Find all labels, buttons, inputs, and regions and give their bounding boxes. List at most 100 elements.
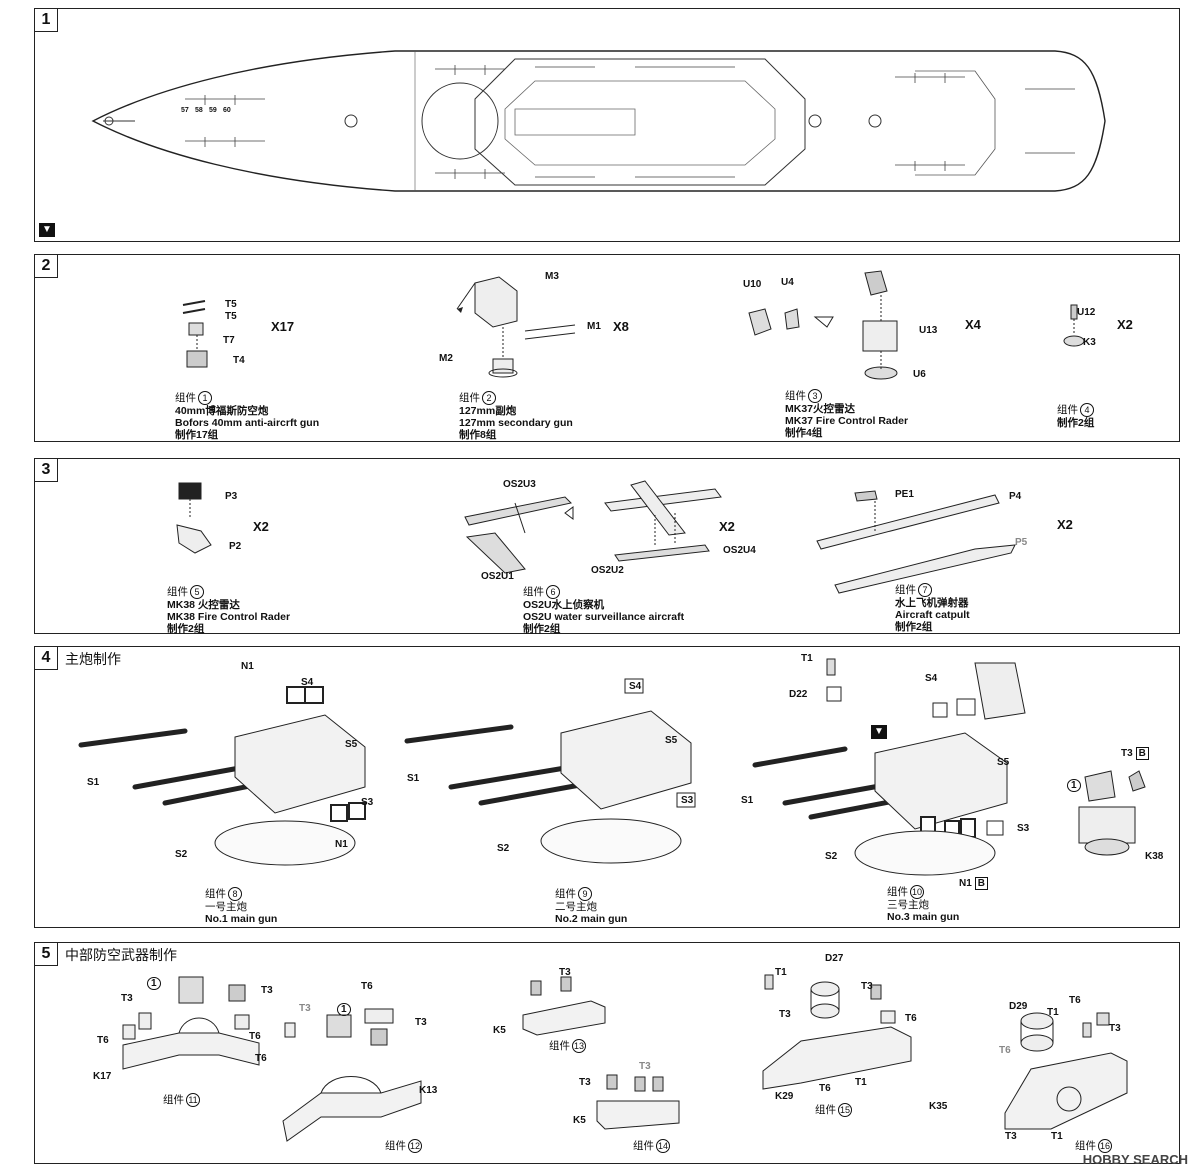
section-number: 2 [35, 255, 58, 278]
aa-assembly-11-drawing [122, 976, 260, 1070]
aa-assembly-16-drawing [1004, 1012, 1128, 1130]
part-label: U12 [1077, 307, 1096, 318]
part-label: S3 [1017, 823, 1030, 834]
quantity-label: X2 [1057, 517, 1073, 532]
part-label: S1 [87, 777, 100, 788]
section-number: 3 [35, 459, 58, 482]
part-label: K29 [775, 1091, 794, 1102]
part-label: P3 [225, 491, 238, 502]
part-label: T3 [579, 1077, 591, 1088]
deck-plan-drawing [91, 50, 1106, 192]
part-label: T3 [1005, 1131, 1017, 1142]
part-label: T3 [639, 1061, 651, 1072]
part-label: OS2U3 [503, 479, 536, 490]
part-label: S3 [361, 797, 374, 808]
aa-assembly-12-drawing [282, 1008, 422, 1142]
quantity-label: X4 [965, 317, 981, 332]
quantity-label: X8 [613, 319, 629, 334]
deck-label: 60 [223, 107, 231, 114]
part-label: S4 [925, 673, 938, 684]
bofors-gun-drawing [182, 300, 208, 368]
part-label: T6 [361, 981, 373, 992]
part-label: M2 [439, 353, 453, 364]
part-label: T6 [999, 1045, 1011, 1056]
watermark: HOBBY SEARCH [1082, 1152, 1188, 1167]
part-label: K5 [573, 1115, 586, 1126]
deck-label: 59 [209, 107, 217, 114]
part-label: T1 [1047, 1007, 1059, 1018]
quantity-label: X17 [271, 319, 295, 334]
part-label: T6 [255, 1053, 267, 1064]
quantity-label: X2 [719, 519, 735, 534]
part-label: T7 [223, 335, 235, 346]
os2u-aircraft-drawing [464, 480, 722, 574]
part-label: P5 [1015, 537, 1028, 548]
part-label: OS2U1 [481, 571, 514, 582]
part-label: T6 [97, 1035, 109, 1046]
part-label: P4 [1009, 491, 1022, 502]
aa-assembly-15-drawing [762, 974, 912, 1090]
part-label: OS2U4 [723, 545, 756, 556]
part-label: N1 [335, 839, 348, 850]
main-gun-3-drawing [752, 658, 1026, 876]
k38-mount-drawing [1078, 770, 1146, 856]
aa-assembly-14-drawing [596, 1074, 680, 1130]
part-label: S1 [407, 773, 420, 784]
main-gun-1-drawing [78, 686, 366, 866]
deck-flip-icon: ▼ [871, 725, 887, 739]
part-label: D29 [1009, 1001, 1028, 1012]
part-label: T3 [415, 1017, 427, 1028]
aa-assembly-13-drawing [522, 976, 606, 1036]
quantity-label: X2 [1117, 317, 1133, 332]
part-label: S2 [497, 843, 510, 854]
part-label: T1 [775, 967, 787, 978]
part-label: T6 [819, 1083, 831, 1094]
part-label: T1 [1051, 1131, 1063, 1142]
part-label: 1 [1067, 779, 1081, 792]
part-label: K3 [1083, 337, 1096, 348]
part-label: U4 [781, 277, 794, 288]
part-label: P2 [229, 541, 242, 552]
part-label: PE1 [895, 489, 914, 500]
part-label: T6 [1069, 995, 1081, 1006]
part-label: K38 [1145, 851, 1164, 862]
part-label: T3 [1109, 1023, 1121, 1034]
quantity-label: X2 [253, 519, 269, 534]
catapult-drawing [816, 490, 1016, 594]
part-label: S2 [175, 849, 188, 860]
part-label: T5 [225, 299, 237, 310]
section-title: 中部防空武器制作 [65, 947, 177, 963]
part-label: 1 [337, 1003, 351, 1016]
part-label: OS2U2 [591, 565, 624, 576]
part-label: S1 [741, 795, 754, 806]
section-number: 4 [35, 647, 58, 670]
part-label: S5 [345, 739, 358, 750]
part-label: M3 [545, 271, 559, 282]
part-label: T3 [779, 1009, 791, 1020]
section-number: 1 [35, 9, 58, 32]
part-label: T4 [233, 355, 245, 366]
section-number: 5 [35, 943, 58, 966]
part-label: S5 [997, 757, 1010, 768]
part-label: K5 [493, 1025, 506, 1036]
part-label: S2 [825, 851, 838, 862]
part-label: D27 [825, 953, 844, 964]
part-label: T5 [225, 311, 237, 322]
part-label: S4 [301, 677, 314, 688]
deck-label: 58 [195, 107, 203, 114]
